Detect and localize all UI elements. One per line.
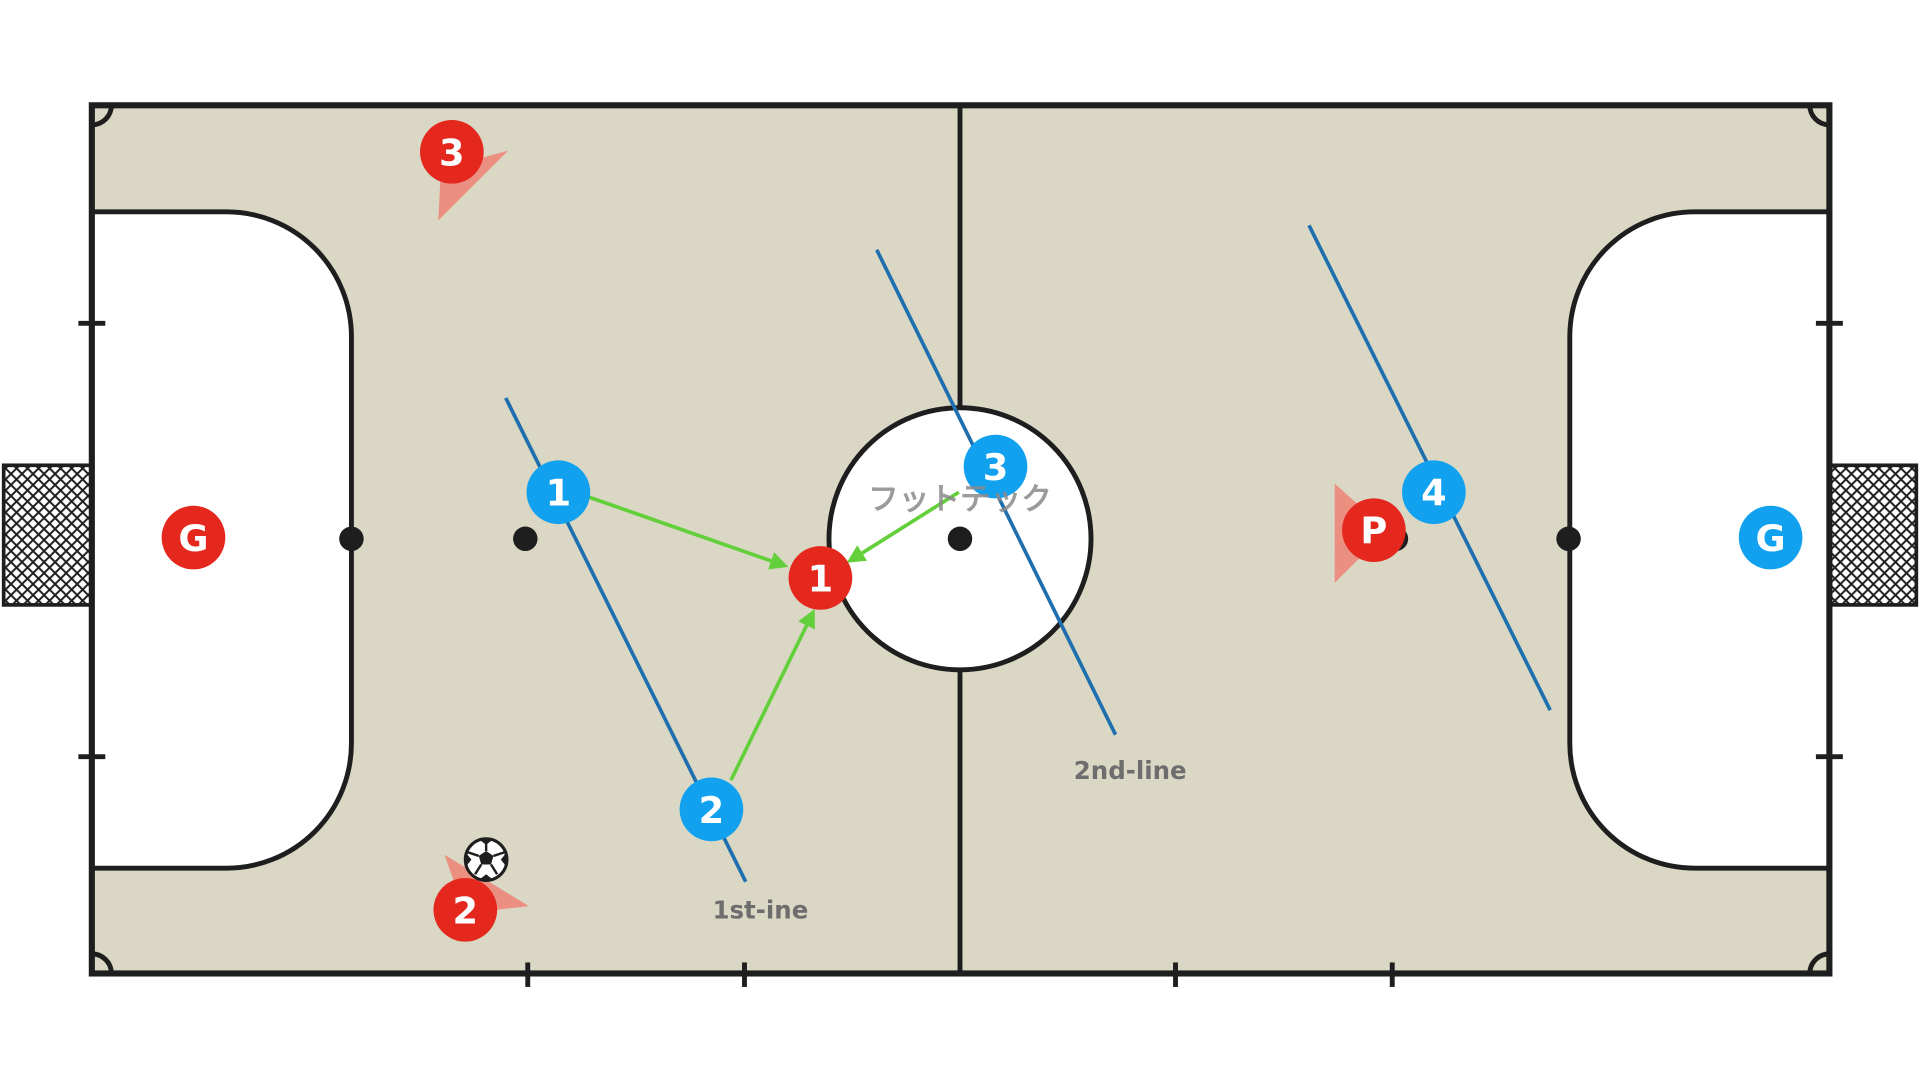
left-second-penalty-spot [513, 526, 538, 552]
tactic-label: フットテック [868, 482, 1052, 517]
court-boundary [88, 102, 1833, 977]
pass-arrows [588, 490, 960, 781]
blue-player-1: 1 [526, 460, 591, 525]
blue-player-2: 2 [679, 777, 744, 842]
right-penalty-area [1567, 209, 1832, 871]
red-player-2: 2 [433, 877, 498, 942]
red-player-3: 3 [420, 120, 484, 184]
left-penalty-spot [339, 526, 364, 552]
blue-player-g: G [1738, 505, 1803, 570]
red-player-p: P [1342, 498, 1406, 563]
blue-player-3: 3 [963, 434, 1028, 499]
corner-arcs [91, 105, 1830, 974]
pass-arrow-blue1-to-red1 [588, 495, 789, 570]
tick-marks [78, 320, 1843, 987]
svg-text:G: G [178, 517, 208, 560]
svg-text:P: P [1360, 510, 1387, 553]
center-spot [947, 526, 973, 552]
first-line-label: 1st-ine [712, 895, 808, 924]
red-player-1: 1 [788, 546, 853, 610]
pass-arrow-blue3-to-red1 [846, 490, 960, 563]
red-player-g: G [161, 505, 226, 570]
right-penalty-spot [1556, 526, 1581, 552]
svg-text:4: 4 [1421, 472, 1447, 515]
svg-text:3: 3 [439, 131, 465, 174]
svg-text:1: 1 [546, 472, 572, 515]
left-goal-net [1, 463, 94, 607]
pass-arrow-blue2-to-red1 [729, 608, 815, 781]
blue-player-4: 4 [1402, 460, 1466, 525]
svg-text:G: G [1756, 517, 1786, 560]
svg-text:3: 3 [983, 446, 1009, 489]
soccer-ball-icon [463, 837, 509, 882]
svg-text:1: 1 [808, 557, 834, 600]
second-line-label: 2nd-line [1074, 756, 1187, 785]
svg-text:2: 2 [453, 889, 479, 932]
svg-text:2: 2 [699, 789, 725, 832]
right-goal-net [1826, 463, 1919, 607]
